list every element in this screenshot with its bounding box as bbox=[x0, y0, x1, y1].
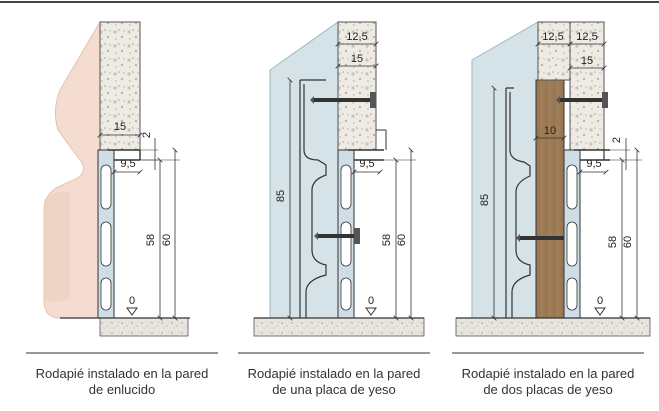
panel-una-placa: 12,5 15 85 9,5 bbox=[253, 21, 425, 337]
dim-profile-height: 85 bbox=[275, 190, 287, 202]
plasterboard-bg-3 bbox=[471, 21, 539, 319]
floor-slab-2 bbox=[253, 317, 425, 337]
metal-profile bbox=[299, 79, 327, 318]
dim-h-inner: 58 bbox=[145, 234, 157, 246]
dim-board-total: 15 bbox=[351, 53, 363, 65]
caption-una-placa-line-1: Rodapié instalado en la pared bbox=[247, 366, 421, 381]
board-stone-3a bbox=[537, 21, 571, 81]
dim-board-1: 12,5 bbox=[346, 31, 367, 43]
caption-enlucido: Rodapié instalado en la pared de enlucid… bbox=[26, 366, 218, 398]
dim-board-1-3: 12,5 bbox=[542, 31, 563, 43]
dim-h-inner-2: 58 bbox=[381, 234, 393, 246]
metal-profile-3 bbox=[505, 87, 531, 318]
dim-board-total-3: 15 bbox=[581, 55, 593, 67]
dim-h-outer: 60 bbox=[161, 234, 173, 246]
floor-ref-2: 0 bbox=[368, 295, 374, 307]
dim-stud: 10 bbox=[544, 125, 556, 137]
caption-enlucido-line-1: Rodapié instalado en la pared bbox=[35, 366, 209, 381]
dim-gap: 2 bbox=[141, 132, 153, 138]
stone-wall bbox=[99, 21, 141, 151]
caption-una-placa-line-2: de una placa de yeso bbox=[272, 382, 396, 397]
screw-lower bbox=[314, 228, 360, 244]
dim-lip-2: 9,5 bbox=[359, 158, 374, 170]
dim-profile-height-3: 85 bbox=[479, 194, 491, 206]
floor-slab-3 bbox=[455, 317, 651, 337]
dim-h-inner-3: 58 bbox=[607, 236, 619, 248]
caption-enlucido-line-2: de enlucido bbox=[88, 382, 156, 397]
caption-una-placa: Rodapié instalado en la pared de una pla… bbox=[238, 366, 430, 398]
dim-gap-3: 2 bbox=[611, 137, 623, 143]
dim-h-outer-3: 60 bbox=[622, 236, 634, 248]
caption-dos-placas: Rodapié instalado en la pared de dos pla… bbox=[452, 366, 644, 398]
caption-dos-placas-line-1: Rodapié instalado en la pared bbox=[461, 366, 635, 381]
dim-board-2-3: 12,5 bbox=[576, 31, 597, 43]
floor-ref-3: 0 bbox=[597, 295, 603, 307]
floor-ref: 0 bbox=[129, 295, 135, 307]
dim-top-width: 15 bbox=[114, 121, 126, 133]
caption-dos-placas-line-2: de dos placas de yeso bbox=[483, 382, 613, 397]
wood-stud bbox=[535, 79, 565, 321]
dim-lip: 9,5 bbox=[120, 158, 135, 170]
panel-dos-placas: 12,5 12,5 15 10 2 bbox=[455, 21, 651, 337]
screw-upper bbox=[310, 92, 376, 108]
plasterboard-bg bbox=[269, 21, 339, 319]
screw-upper-3 bbox=[556, 92, 608, 108]
dim-h-outer-2: 60 bbox=[396, 234, 408, 246]
dim-lip-3: 9,5 bbox=[586, 158, 601, 170]
floor-slab bbox=[99, 317, 189, 337]
panel-enlucido: 15 2 9,5 58 60 0 bbox=[43, 20, 190, 337]
